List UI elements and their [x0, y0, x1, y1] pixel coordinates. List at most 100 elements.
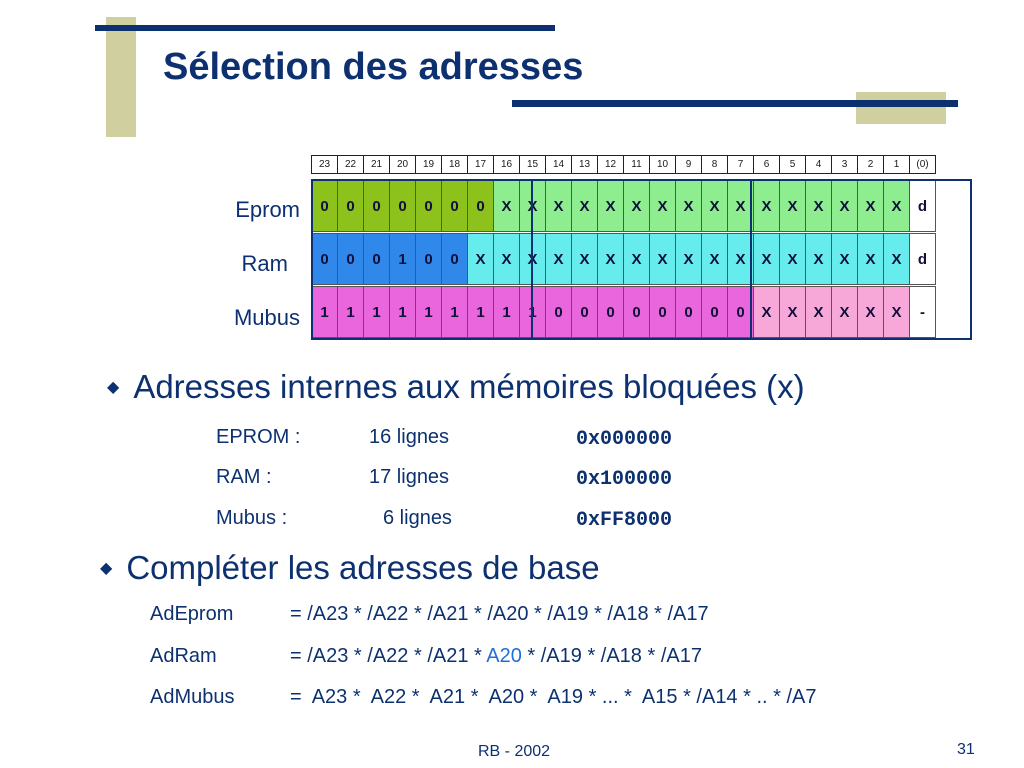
- footer-text: RB - 2002: [478, 743, 551, 760]
- bit-cell: 0: [441, 180, 468, 232]
- bit-index-cell: 23: [311, 155, 338, 174]
- bit-index-cell: 12: [597, 155, 624, 174]
- bit-cell: X: [831, 286, 858, 338]
- diamond-bullet-icon: ◆: [107, 379, 120, 396]
- bit-cell: X: [727, 233, 754, 285]
- bit-cell: X: [493, 180, 520, 232]
- equation-part: = A23 * A22 * A21 * A20 * A19 * ... * A1…: [290, 686, 817, 708]
- bit-cell: 1: [337, 286, 364, 338]
- bit-index-cell: 8: [701, 155, 728, 174]
- diamond-bullet-icon: ◆: [100, 560, 113, 577]
- bit-index-cell: 21: [363, 155, 390, 174]
- equation-part: = /A23 * /A22 * /A21 * /A20 * /A19 * /A1…: [290, 603, 709, 625]
- bit-cell: 0: [337, 233, 364, 285]
- bit-cell: X: [753, 286, 780, 338]
- bit-cell: X: [649, 180, 676, 232]
- equation-name-eprom: AdEprom: [150, 603, 234, 625]
- bit-cell: 1: [389, 233, 416, 285]
- bit-cell: X: [727, 180, 754, 232]
- bit-cell: X: [883, 180, 910, 232]
- equation-name-ram: AdRam: [150, 645, 217, 667]
- bit-cell: X: [467, 233, 494, 285]
- bit-cell: 0: [597, 286, 624, 338]
- bit-cell: X: [701, 233, 728, 285]
- memory-lines-eprom: 16 lignes: [369, 426, 450, 448]
- bullet-text: Compléter les adresses de base: [126, 549, 600, 586]
- memory-name-ram: RAM :: [216, 466, 272, 488]
- bit-cell: X: [753, 233, 780, 285]
- bit-cell: 0: [389, 180, 416, 232]
- bit-cell: X: [805, 233, 832, 285]
- bit-cell: X: [597, 180, 624, 232]
- accent-block-left: [106, 17, 136, 137]
- bit-cell: 0: [311, 233, 338, 285]
- bit-cell: X: [623, 180, 650, 232]
- bit-index-cell: 4: [805, 155, 832, 174]
- bit-index-cell: 9: [675, 155, 702, 174]
- bit-cell: 1: [415, 286, 442, 338]
- bit-cell: X: [675, 180, 702, 232]
- bit-cell: 0: [337, 180, 364, 232]
- bit-cell: X: [857, 233, 884, 285]
- bit-cell: 0: [415, 180, 442, 232]
- memory-name-eprom: EPROM :: [216, 426, 301, 448]
- bit-cell: X: [857, 286, 884, 338]
- bit-cell: 1: [467, 286, 494, 338]
- bit-cell: X: [623, 233, 650, 285]
- row-label-ram: Ram: [241, 251, 288, 276]
- bit-cell: X: [545, 180, 572, 232]
- bit-index-cell: 5: [779, 155, 806, 174]
- bit-cell: 0: [727, 286, 754, 338]
- accent-bar-top: [95, 25, 555, 31]
- bit-cell: X: [753, 180, 780, 232]
- bit-cell: 0: [363, 233, 390, 285]
- bit-cell: X: [857, 180, 884, 232]
- bit-index-cell: 18: [441, 155, 468, 174]
- bit-cell: X: [571, 233, 598, 285]
- bit-cell: 0: [467, 180, 494, 232]
- bit-cell: X: [779, 180, 806, 232]
- bit-index-cell: 2: [857, 155, 884, 174]
- bit-cell: 0: [701, 286, 728, 338]
- bit-cell: 0: [571, 286, 598, 338]
- memory-lines-mubus: 6 lignes: [383, 507, 452, 529]
- bullet-internal-addresses: ◆ Adresses internes aux mémoires bloquée…: [107, 368, 805, 406]
- memory-hex-ram: 0x100000: [576, 468, 673, 491]
- bit-cell: X: [805, 180, 832, 232]
- bit-cell: X: [675, 233, 702, 285]
- bullet-base-addresses: ◆ Compléter les adresses de base: [100, 549, 600, 587]
- accent-block-right: [856, 92, 946, 124]
- bit-cell: X: [519, 233, 546, 285]
- bit-cell: X: [649, 233, 676, 285]
- bit-cell: X: [831, 233, 858, 285]
- bit-cell: X: [571, 180, 598, 232]
- equation-expr-mubus: = A23 * A22 * A21 * A20 * A19 * ... * A1…: [290, 686, 816, 709]
- bit-index-cell: 13: [571, 155, 598, 174]
- bit-index-cell: 3: [831, 155, 858, 174]
- bit-index-cell: 7: [727, 155, 754, 174]
- memory-hex-mubus: 0xFF8000: [576, 509, 673, 532]
- bit-index-cell: 1: [883, 155, 910, 174]
- bit-index-cell: 19: [415, 155, 442, 174]
- bit-cell: X: [597, 233, 624, 285]
- bit-cell: X: [779, 286, 806, 338]
- bit-cell: 1: [441, 286, 468, 338]
- bit-cell: d: [909, 233, 936, 285]
- row-label-eprom: Eprom: [235, 197, 300, 222]
- bit-cell: 0: [311, 180, 338, 232]
- bit-cell: X: [831, 180, 858, 232]
- bit-cell: X: [545, 233, 572, 285]
- bit-cell: 0: [363, 180, 390, 232]
- bit-cell: d: [909, 180, 936, 232]
- bit-index-cell: 15: [519, 155, 546, 174]
- equation-expr-eprom: = /A23 * /A22 * /A21 * /A20 * /A19 * /A1…: [290, 603, 709, 626]
- row-label-mubus: Mubus: [233, 305, 300, 330]
- bit-index-cell: 16: [493, 155, 520, 174]
- bit-index-cell: (0): [909, 155, 936, 174]
- bit-index-cell: 14: [545, 155, 572, 174]
- bit-cell: 1: [519, 286, 546, 338]
- bit-cell: 0: [675, 286, 702, 338]
- bit-cell: X: [779, 233, 806, 285]
- bit-cell: X: [883, 286, 910, 338]
